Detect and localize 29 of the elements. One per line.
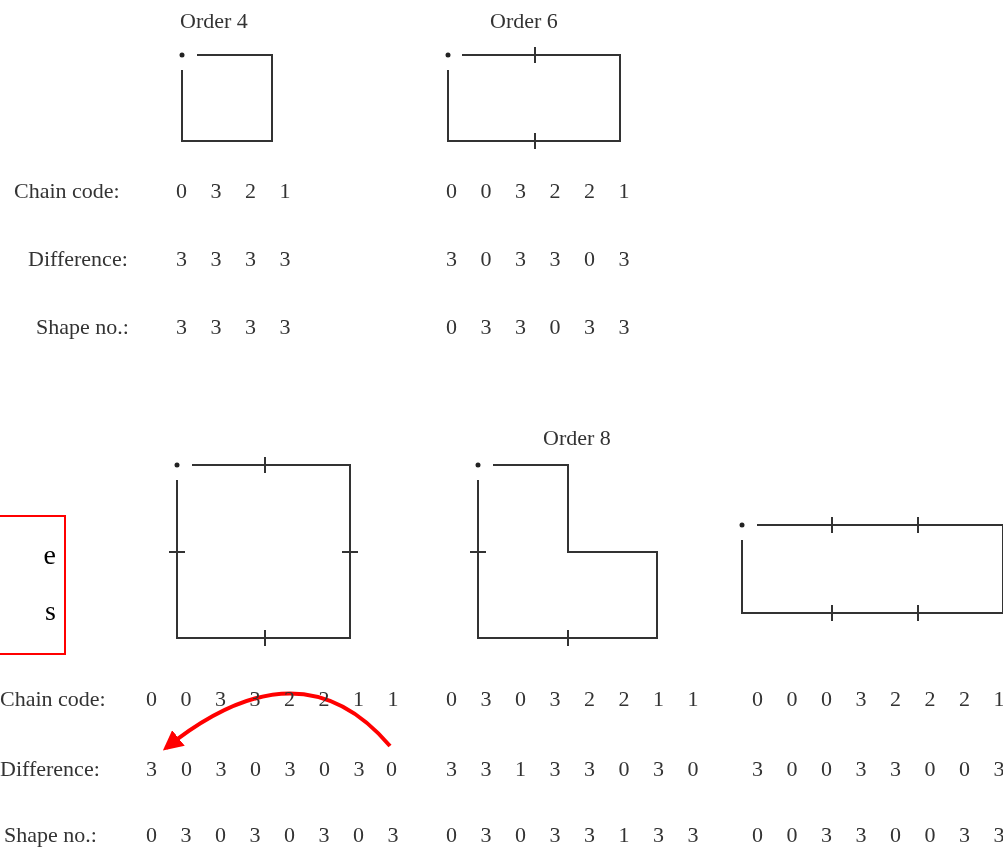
row-label: Difference:	[28, 246, 128, 272]
row-label: Chain code:	[0, 686, 106, 712]
order-heading: Order 8	[543, 425, 611, 451]
code-sequence: 3 0 0 3 3 0 0 3	[752, 756, 1003, 782]
order-heading: Order 6	[490, 8, 558, 34]
code-sequence: 3 3 3 3	[176, 314, 291, 340]
code-sequence: 3 3 1 3 3 0 3 0	[446, 756, 699, 782]
callout-box	[0, 515, 66, 655]
code-sequence: 0 0 3 2 2 1	[446, 178, 630, 204]
row-label: Chain code:	[14, 178, 120, 204]
code-sequence: 0 3 0 3 0 3	[181, 756, 365, 782]
code-sequence: 0 3 2 1	[176, 178, 291, 204]
code-sequence: 0 3 0 3 2 2 1 1	[446, 686, 699, 712]
curved-arrow	[162, 691, 392, 751]
row-label: Shape no.:	[36, 314, 129, 340]
code-sequence: 0 0 3 3 0 0 3 3	[752, 822, 1003, 848]
cut-off-text: s	[45, 595, 56, 627]
code-sequence: 0 0 0 3 2 2 2 1	[752, 686, 1003, 712]
order-heading: Order 4	[180, 8, 248, 34]
code-sequence: 3 0 3 3 0 3	[446, 246, 630, 272]
code-sequence: 0 3 0 3 3 1 3 3	[446, 822, 699, 848]
code-sequence: 0 3 0 3 0 3 0 3	[146, 822, 399, 848]
code-digit: 0	[386, 756, 397, 782]
row-label: Shape no.:	[4, 822, 97, 848]
code-sequence: 3 3 3 3	[176, 246, 291, 272]
code-digit: 3	[146, 756, 157, 782]
cut-off-text: e	[43, 539, 56, 571]
code-sequence: 0 3 3 0 3 3	[446, 314, 630, 340]
row-label: Difference:	[0, 756, 100, 782]
